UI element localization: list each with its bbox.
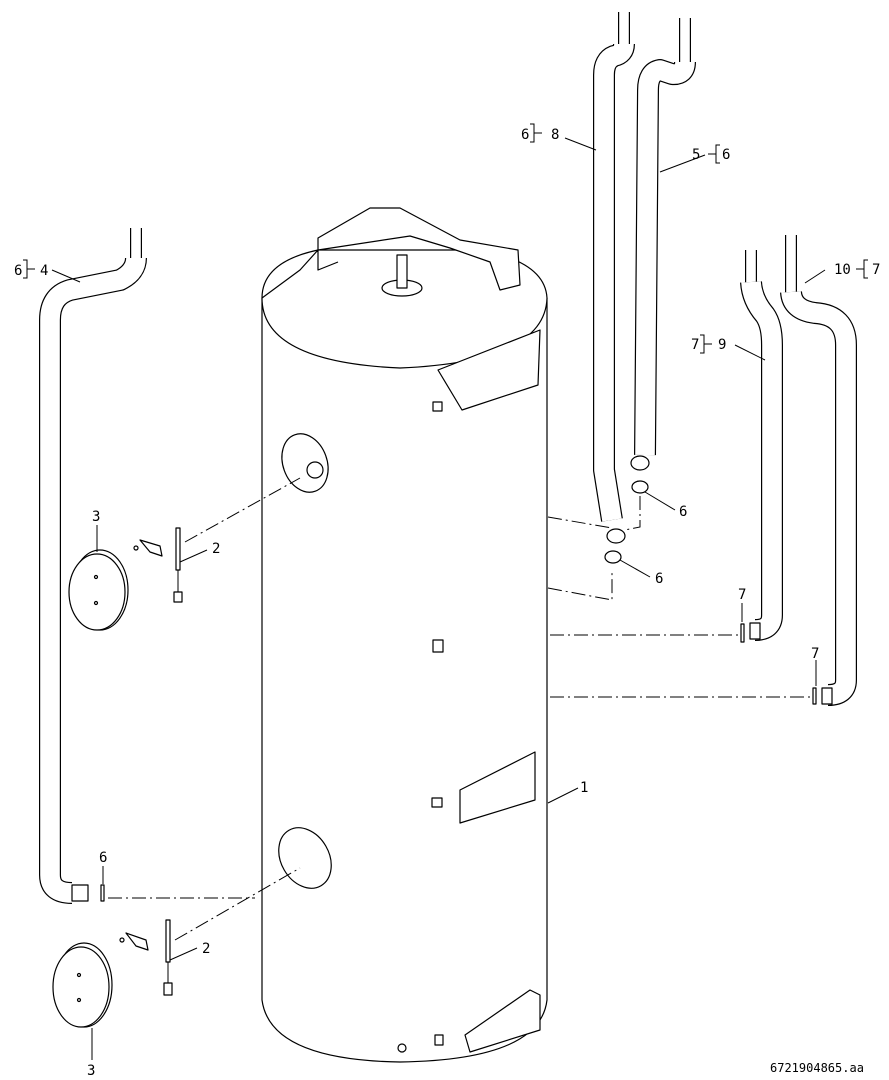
sensor-top [133, 527, 183, 603]
seal-ring [604, 550, 622, 564]
pipe-4 [39, 228, 147, 904]
gasket [740, 623, 745, 643]
storage-tank [261, 207, 548, 1063]
label-pipe-10: 10 [834, 262, 851, 278]
label-gasket: 7 [811, 646, 819, 662]
seal-ring [631, 480, 649, 494]
label-ref: 6 [14, 263, 22, 279]
label-ref: 7 [872, 262, 880, 278]
label-pipe-9: 9 [718, 337, 726, 353]
label-cover: 3 [87, 1063, 95, 1079]
pipe-5 [630, 18, 696, 471]
label-cover: 3 [92, 509, 100, 525]
label-tank: 1 [580, 780, 588, 796]
label-ref: 7 [691, 337, 699, 353]
label-pipe-4: 4 [40, 263, 48, 279]
label-pipe-8: 8 [551, 127, 559, 143]
sensor-bottom [119, 919, 173, 996]
gasket [812, 687, 817, 705]
label-pipe-5: 5 [692, 147, 700, 163]
pipe-10 [780, 235, 857, 706]
drawing-code: 6721904865.aa [770, 1061, 864, 1075]
gasket [100, 884, 105, 902]
label-seal: 6 [655, 571, 663, 587]
label-gasket: 7 [738, 587, 746, 603]
cover-top [68, 549, 129, 631]
pipe-8 [593, 12, 635, 544]
cover-bottom [52, 942, 113, 1028]
pipe-9 [740, 250, 783, 641]
label-sensor: 2 [212, 541, 220, 557]
label-seal: 6 [99, 850, 107, 866]
label-ref: 6 [722, 147, 730, 163]
label-seal: 6 [679, 504, 687, 520]
label-sensor: 2 [202, 941, 210, 957]
label-ref: 6 [521, 127, 529, 143]
